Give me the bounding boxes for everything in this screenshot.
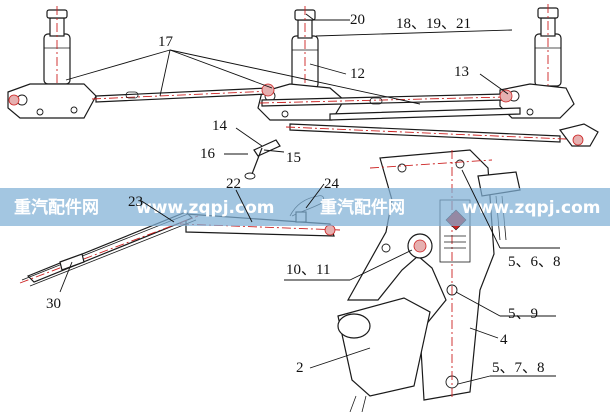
leader-lines (59, 13, 560, 385)
clip-part-14 (253, 139, 281, 157)
callout-16: 16 (200, 146, 216, 162)
pivot-tower-left (43, 6, 71, 118)
watermark-text-2: www.zqpj.com (136, 198, 274, 218)
callout-10-11: 10、11 (286, 262, 330, 278)
ball-joint-a (261, 83, 275, 97)
watermark-band: 重汽配件网 www.zqpj.com 重汽配件网 www.zqpj.com (0, 188, 610, 226)
callout-18-19-21: 18、19、21 (396, 16, 471, 32)
callout-30: 30 (46, 296, 61, 312)
ball-joint-b (499, 89, 513, 103)
callout-20: 20 (350, 12, 365, 28)
watermark-text-1: 重汽配件网 (14, 197, 99, 218)
ball-joint-c (8, 94, 20, 106)
pin-part-15 (251, 147, 263, 175)
callout-23: 23 (128, 194, 143, 210)
callout-17: 17 (158, 34, 174, 50)
callout-5-6-8: 5、6、8 (508, 254, 561, 270)
callout-4: 4 (500, 332, 508, 348)
callout-2: 2 (296, 360, 304, 376)
wiper-linkage (7, 4, 599, 180)
motor-body-2 (337, 297, 431, 397)
connecting-rod-3 (329, 107, 521, 121)
callout-5-9: 5、9 (508, 306, 538, 322)
callout-15: 15 (286, 150, 301, 166)
callout-22: 22 (226, 176, 241, 192)
watermark-text-3: 重汽配件网 (320, 197, 405, 218)
callout-24: 24 (324, 176, 340, 192)
callout-14: 14 (212, 118, 228, 134)
callouts: 17 20 18、19、21 12 13 14 16 15 22 23 24 1… (46, 12, 561, 376)
watermark-text-4: www.zqpj.com (462, 198, 600, 218)
callout-13: 13 (454, 64, 469, 80)
callout-12: 12 (350, 66, 365, 82)
callout-5-7-8: 5、7、8 (492, 360, 545, 376)
